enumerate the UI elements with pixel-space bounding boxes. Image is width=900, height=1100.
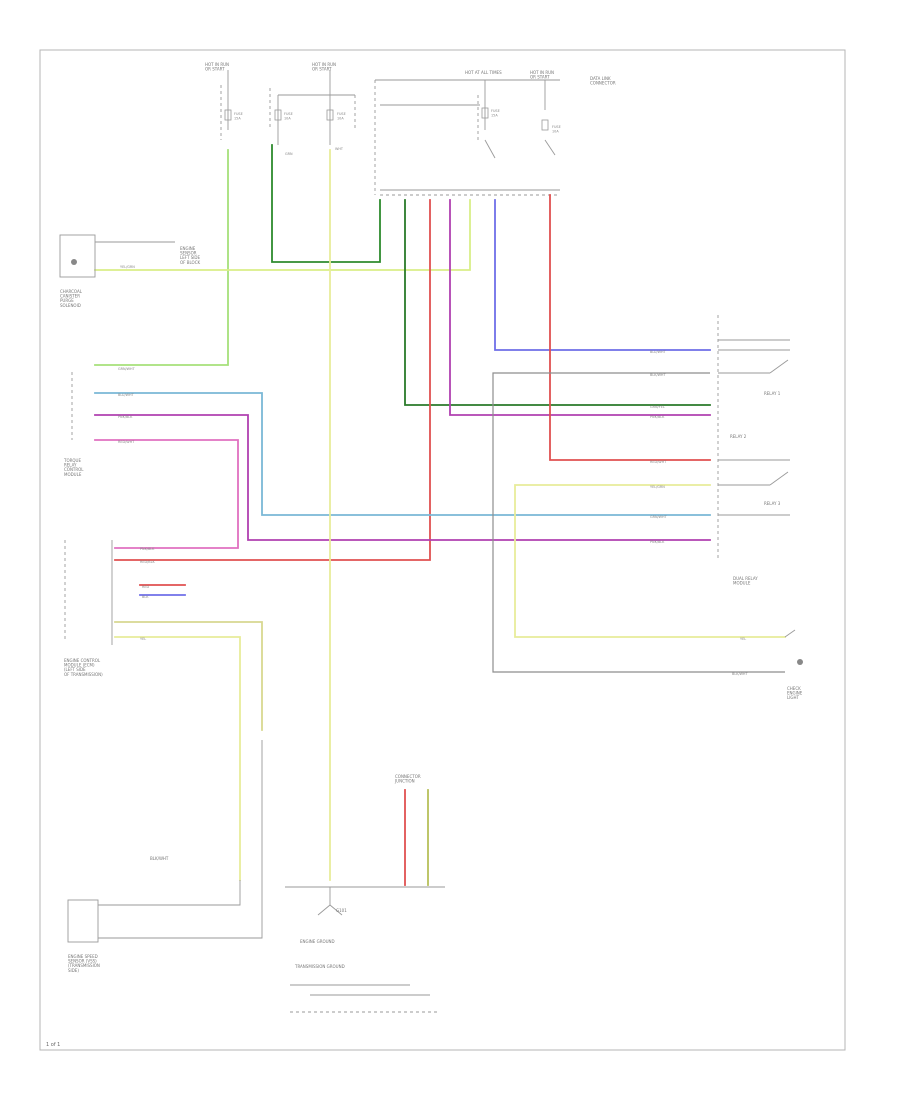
wire-label-blu-wht: BLU/WHT [118, 393, 135, 397]
vss-signal-label: BLK/WHT [150, 856, 169, 861]
wire-blue-1 [494, 199, 711, 351]
wire-yellow-1 [114, 636, 241, 881]
relay-1-label: RELAY 1 [764, 391, 781, 396]
ground-symbol [317, 904, 343, 916]
diagram-border [39, 49, 846, 1051]
wire-label-pnk-relay: PNK/BLK [650, 415, 665, 419]
wire-label-blu-relay: BLU/WHT [650, 350, 667, 354]
relay-3-label: RELAY 3 [764, 501, 781, 506]
wire-label-pnk-blk: PNK/BLK [118, 415, 133, 419]
purge-solenoid-box [59, 234, 96, 278]
wire-red-2 [114, 199, 431, 561]
page-label: 1 of 1 [46, 1042, 60, 1048]
wire-pink-2 [94, 439, 239, 549]
wire-label-red-relay: RED/WHT [650, 460, 667, 464]
wire-yellow-green-1 [94, 199, 471, 271]
ground-label: G101 [336, 908, 347, 913]
wire-label-yel-relay: YEL/GRN [650, 485, 665, 489]
engine-ground-caption: ENGINE GROUND [300, 939, 335, 944]
wire-label-red-wht: RED/WHT [118, 440, 135, 444]
wire-label-grn-top: GRN [285, 152, 293, 156]
wire-set [94, 144, 786, 886]
wire-label-blk-check: BLK/WHT [732, 672, 748, 676]
wire-label-pnk-ecm: PNK/BLK [140, 547, 155, 551]
fuse-feed-label-3: HOT AT ALL TIMES [465, 70, 502, 75]
wire-label-blk-relay: BLK/WHT [650, 373, 666, 377]
wire-purple-1 [449, 199, 711, 416]
wire-yellow-2 [114, 621, 263, 731]
wire-teal-1 [94, 392, 711, 516]
vss-sensor-box [67, 899, 99, 943]
wire-label-grn-relay-2: GRN/WHT [650, 515, 668, 519]
wire-label-yel-ecm: YEL [140, 637, 146, 641]
wire-green-1 [271, 144, 381, 263]
wire-label-yel-check: YEL [740, 637, 746, 641]
wire-label-grn-relay: GRN/YEL [650, 405, 665, 409]
wire-label-pnk-relay-2: PNK/BLK [650, 540, 665, 544]
trans-ground-caption: TRANSMISSION GROUND [294, 964, 345, 969]
wire-gray-1 [492, 372, 785, 673]
wire-red-1 [549, 194, 711, 461]
wire-pink-1 [94, 414, 711, 541]
wire-dark-green-2 [404, 199, 711, 406]
wire-label-blk: BLK [142, 595, 149, 599]
wire-label-wht-top: WHT [335, 147, 344, 151]
wire-label-grn-wht: GRN/WHT [118, 367, 136, 371]
wire-labels: YEL/GRN GRN/WHT BLU/WHT PNK/BLK RED/WHT … [118, 147, 748, 676]
wire-label-red: RED [142, 585, 149, 589]
wire-light-yellow-1 [514, 484, 786, 638]
wire-light-green-1 [94, 149, 229, 366]
relay-2-label: RELAY 2 [730, 434, 747, 439]
wire-label-yel-grn: YEL/GRN [120, 265, 135, 269]
wire-label-red-ecm: RED/BLK [140, 560, 155, 564]
